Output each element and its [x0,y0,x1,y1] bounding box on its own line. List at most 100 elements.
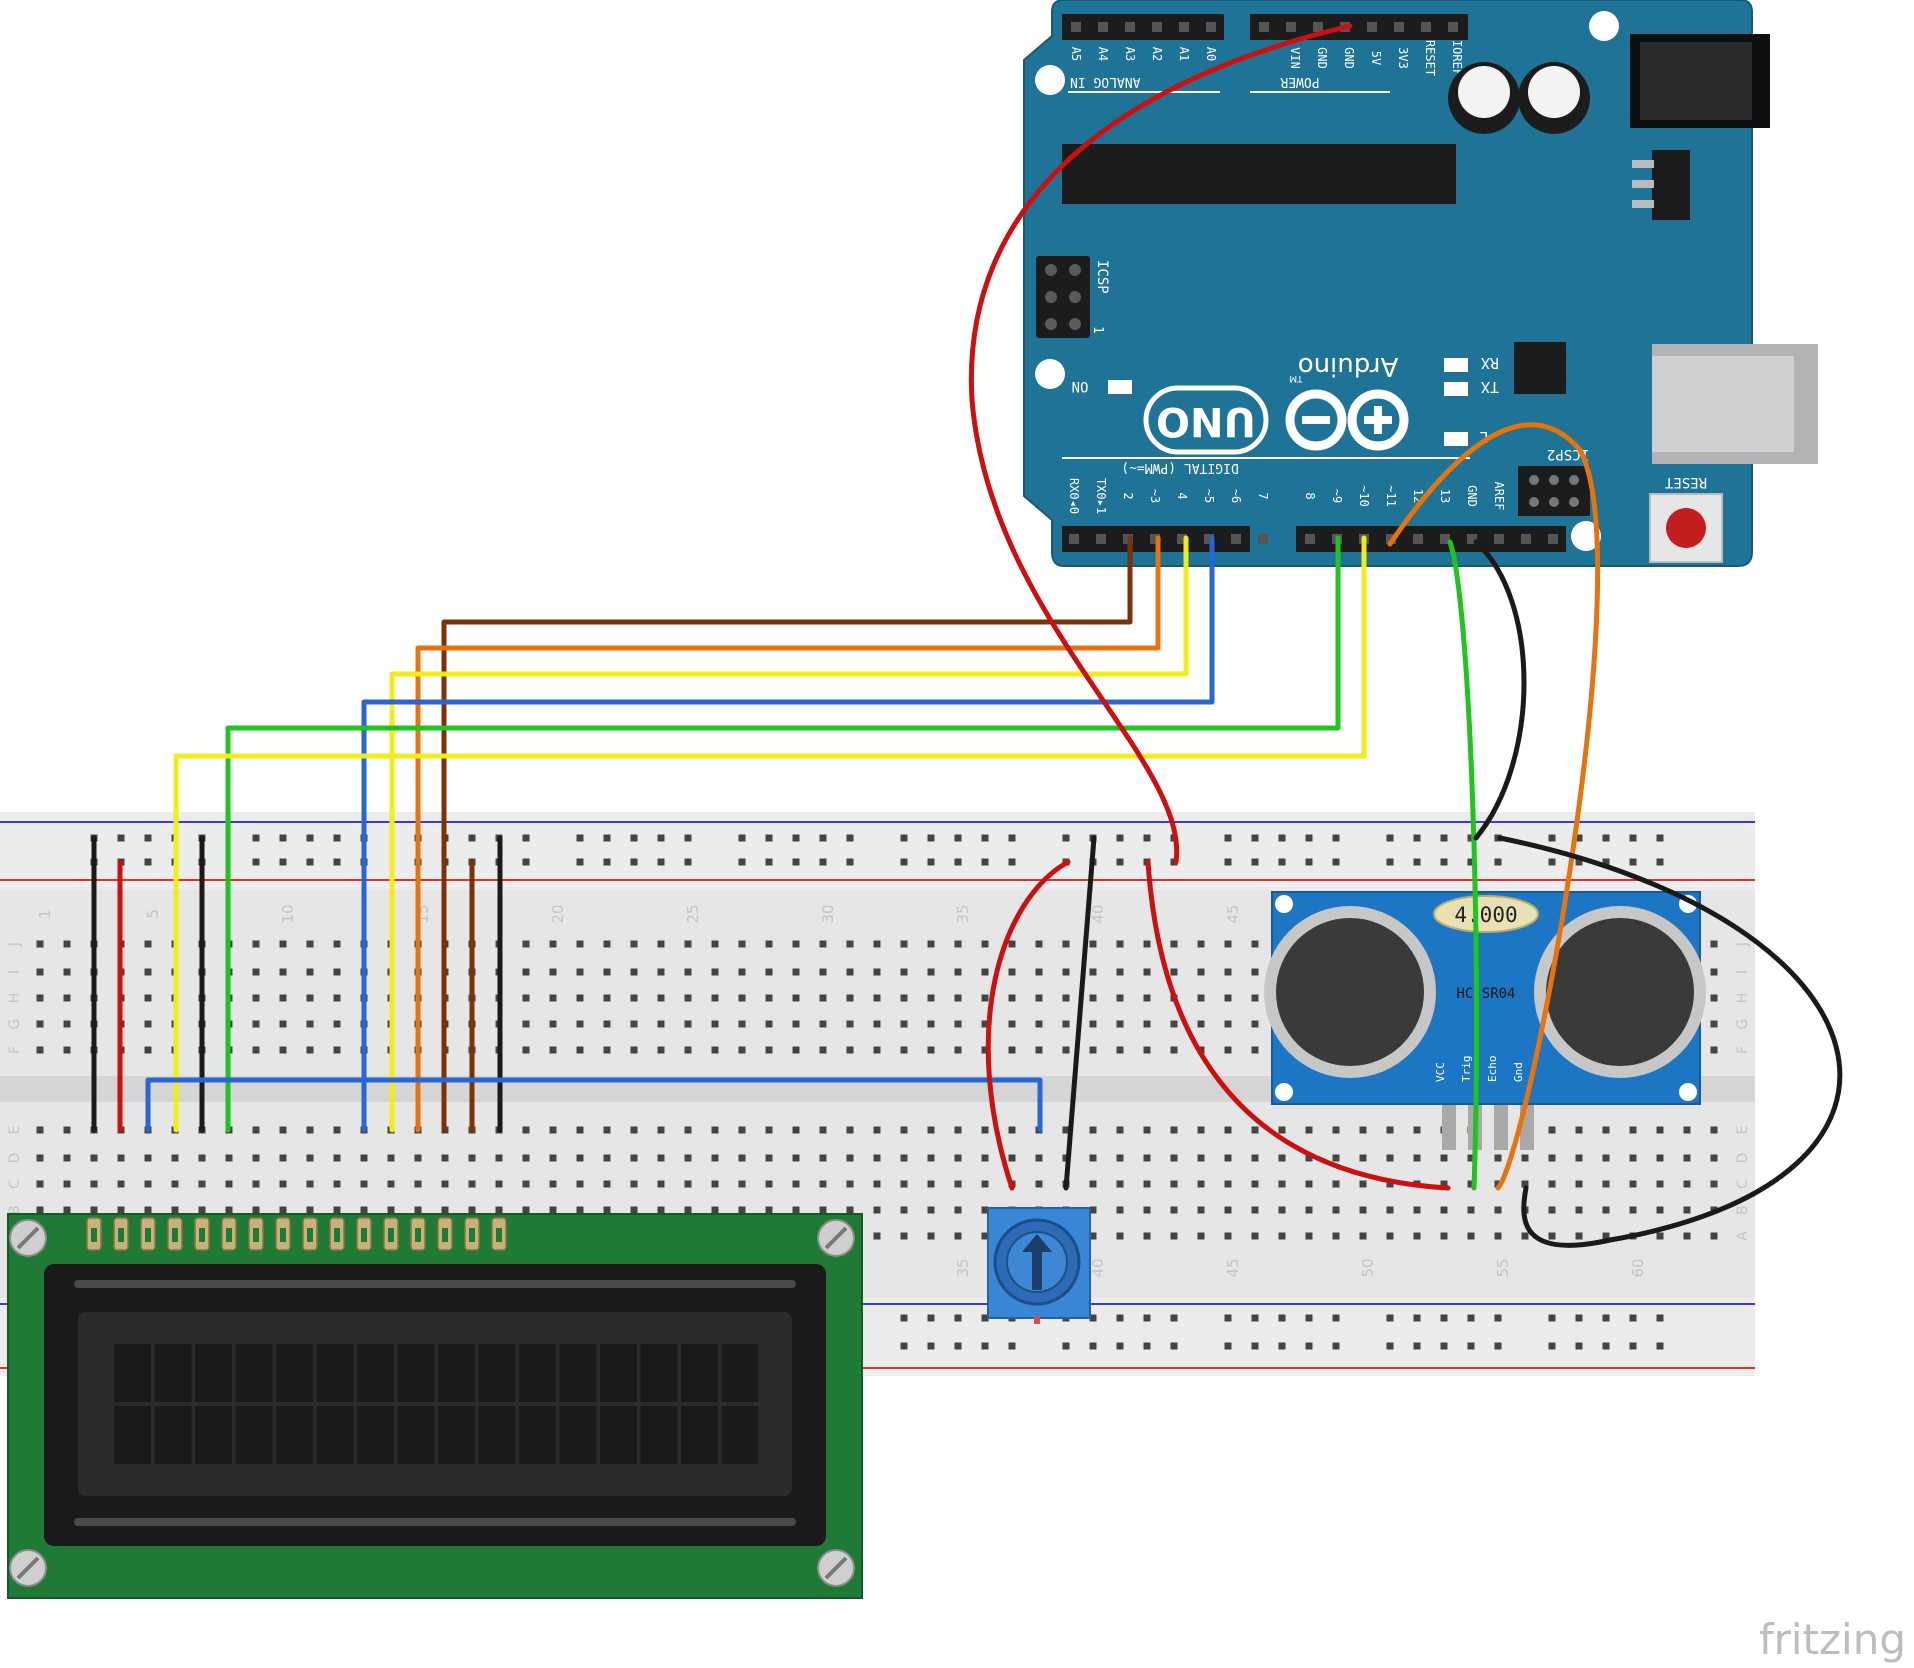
rail-hole [1062,1342,1070,1350]
wire-d3-orange[interactable] [415,535,1161,1133]
breadboard-hole [603,968,611,976]
rail-hole [306,858,314,866]
breadboard-hole [144,1020,152,1028]
breadboard-hole [171,1154,179,1162]
power-pin-label: GND [1315,47,1329,69]
row-letter: E [7,1126,23,1135]
breadboard-hole [819,1046,827,1054]
breadboard-hole [1386,1232,1394,1240]
breadboard-hole [1332,1154,1340,1162]
breadboard-hole [252,1154,260,1162]
breadboard-hole [1602,1206,1610,1214]
wire-pot-vcc[interactable] [985,859,1071,1191]
icsp-label: ICSP [1094,260,1110,294]
rail-hole [1467,858,1475,866]
wire-d5-blue[interactable] [361,535,1215,1133]
wire-lcd-contrast-blue[interactable] [145,1077,1043,1133]
breadboard-hole [549,968,557,976]
column-number: 45 [1224,1258,1242,1277]
arduino-board [1023,0,1753,567]
rail-hole [1467,1342,1475,1350]
reset-button-cap[interactable] [1666,508,1706,548]
rail-hole [1089,1342,1097,1350]
wire-sensor-gnd[interactable] [1497,835,1843,1248]
rail-hole [1278,1342,1286,1350]
breadboard-hole [1305,1232,1313,1240]
rail-hole [468,834,476,842]
lcd-cell [559,1406,597,1464]
rail-hole [1008,1342,1016,1350]
wire-5v-red[interactable] [968,23,1353,865]
rail-hole [738,834,746,842]
breadboard-hole [1116,1046,1124,1054]
rail-hole [1440,1342,1448,1350]
wire-gnd-black[interactable] [1473,539,1527,841]
breadboard-hole [333,968,341,976]
arduino-wordmark: Arduino [1298,351,1399,381]
power-pin-label: 5V [1369,51,1383,65]
breadboard-hole [765,968,773,976]
digital-pin-label: ~6 [1229,489,1243,503]
rail-hole [846,834,854,842]
breadboard-hole [1332,1126,1340,1134]
rail-hole [1467,1314,1475,1322]
breadboard-hole [846,1206,854,1214]
breadboard-hole [1224,940,1232,948]
rail-hole [1548,858,1556,866]
lcd-pin-hole [361,1228,367,1242]
breadboard-hole [549,1126,557,1134]
breadboard-hole [1710,1126,1718,1134]
breadboard-hole [684,1180,692,1188]
l-led [1444,432,1468,446]
breadboard-hole [630,1126,638,1134]
breadboard-hole [387,1180,395,1188]
rail-hole [1386,1342,1394,1350]
breadboard-hole [711,1046,719,1054]
breadboard-hole [630,1154,638,1162]
breadboard-hole [954,968,962,976]
breadboard-hole [1332,1232,1340,1240]
potentiometer[interactable] [987,1207,1091,1324]
wire-d9-green[interactable] [225,535,1341,1133]
analog-pin-label: A1 [1177,47,1191,61]
breadboard-hole [522,1206,530,1214]
breadboard-hole [522,994,530,1002]
breadboard-hole [63,968,71,976]
lcd-cell [235,1406,273,1464]
wire-d4-yellow[interactable] [389,535,1189,1133]
wire-sensor-vcc[interactable] [1145,859,1451,1191]
lcd-cell [154,1406,192,1464]
lcd-cell [276,1406,313,1464]
row-letter: E [1735,1126,1751,1135]
breadboard-hole [1008,1126,1016,1134]
wire-sensor-trig[interactable] [1447,539,1479,1191]
analog-pin-label: A4 [1096,47,1110,61]
breadboard-hole [657,1020,665,1028]
rail-hole [576,858,584,866]
breadboard-hole [1251,1046,1259,1054]
breadboard-hole [657,1154,665,1162]
breadboard-hole [1305,1126,1313,1134]
breadboard-hole [630,1206,638,1214]
breadboard-hole [954,1154,962,1162]
wire-d2-brown[interactable] [441,535,1133,1133]
breadboard-hole [954,1232,962,1240]
breadboard-hole [900,1046,908,1054]
wire-pot-gnd[interactable] [1063,835,1097,1191]
breadboard-hole [1602,1180,1610,1188]
rail-hole [279,834,287,842]
rail-hole [333,858,341,866]
wire-d10-yellow[interactable] [173,535,1367,1133]
row-letter: G [1735,1019,1751,1030]
breadboard-hole [1035,1154,1043,1162]
breadboard-hole [738,1206,746,1214]
on-led [1108,380,1132,394]
breadboard-hole [1683,1232,1691,1240]
breadboard-hole [819,940,827,948]
rail-hole [927,1314,935,1322]
breadboard-hole [333,1126,341,1134]
wire-sensor-echo[interactable] [1387,422,1601,1191]
rail-hole [1575,858,1583,866]
breadboard-hole [1332,1180,1340,1188]
breadboard-hole [36,1046,44,1054]
